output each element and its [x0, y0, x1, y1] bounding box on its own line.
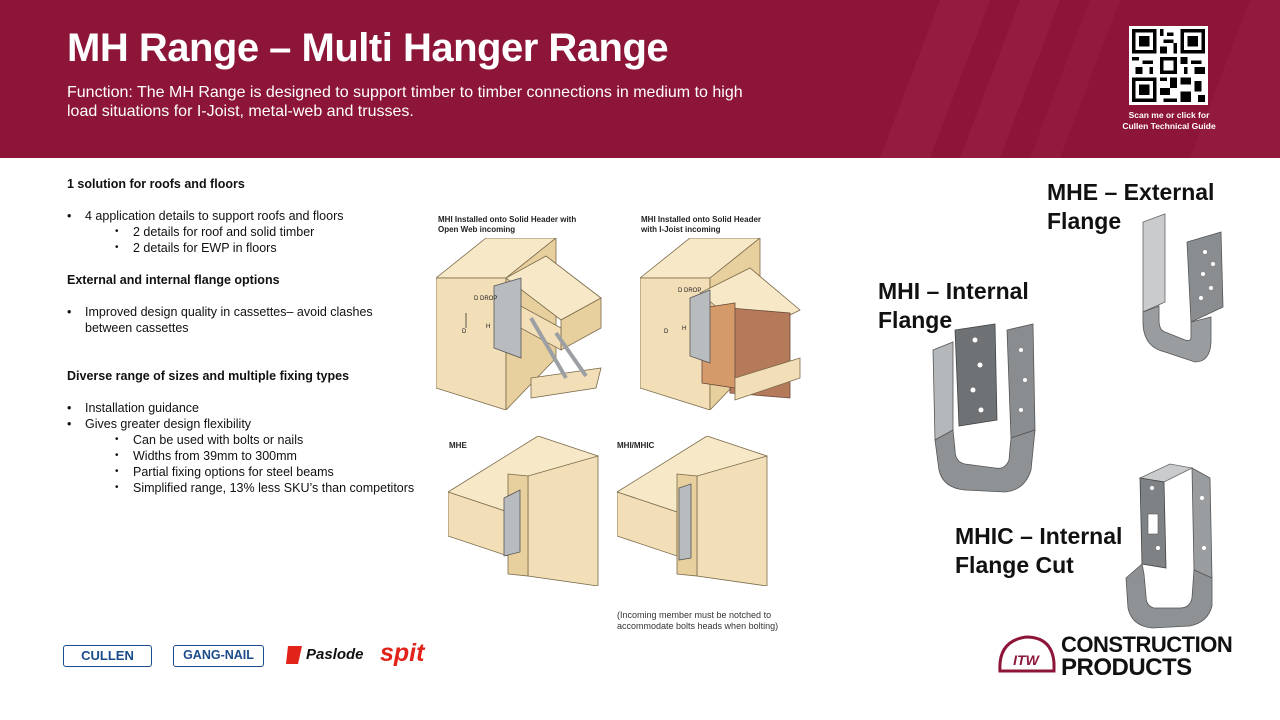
feature-bullet-line: between cassettes	[85, 321, 189, 335]
feature-heading: External and internal flange options	[67, 273, 280, 287]
feature-sub-bullet: Simplified range, 13% less SKU’s than co…	[67, 480, 447, 496]
diagram-annotation: D DROP	[678, 288, 701, 294]
diagram-note-line: (Incoming member must be notched to	[617, 610, 772, 620]
diagram-annotation: H	[682, 326, 686, 332]
product-label-line: Flange	[1047, 208, 1122, 234]
diagram-label-line: Open Web incoming	[438, 225, 516, 234]
qr-caption: Scan me or click for Cullen Technical Gu…	[1110, 110, 1228, 132]
feature-bullet: Installation guidance	[67, 400, 447, 416]
cp-line: CONSTRUCTION	[1061, 632, 1233, 657]
construction-products-logo: CONSTRUCTION PRODUCTS	[1061, 632, 1233, 681]
diagram-label-mhi-i-joist: MHI Installed onto Solid Header with I-J…	[641, 215, 761, 235]
feature-sub-bullet: Widths from 39mm to 300mm	[67, 448, 447, 464]
product-label-line: Flange Cut	[955, 552, 1074, 578]
diagram-annotation: D	[462, 329, 467, 335]
paslode-wordmark: Paslode	[306, 646, 364, 663]
feature-bullet-line: Improved design quality in cassettes– av…	[85, 305, 373, 319]
diagram-label-mhi-mhic: MHI/MHIC	[617, 441, 655, 450]
feature-sub-bullet: 2 details for roof and solid timber	[67, 224, 447, 240]
feature-sub-bullet: Partial fixing options for steel beams	[67, 464, 447, 480]
diagram-annotation: H	[486, 324, 490, 330]
qr-code-icon	[1132, 29, 1205, 102]
product-label-mhic: MHIC – Internal Flange Cut	[955, 522, 1122, 580]
qr-code[interactable]	[1129, 26, 1208, 105]
paslode-mark-icon	[286, 646, 302, 664]
itw-wordmark: ITW	[1013, 652, 1040, 668]
mhi-hanger-image	[932, 323, 1036, 493]
diagram-label-mhi-open-web: MHI Installed onto Solid Header with Ope…	[438, 215, 576, 235]
diagram-note: (Incoming member must be notched to acco…	[617, 610, 778, 632]
product-label-line: MHE – External	[1047, 179, 1215, 205]
qr-caption-link[interactable]: Cullen Technical Guide	[1122, 121, 1216, 131]
page-title: MH Range – Multi Hanger Range	[67, 26, 669, 70]
product-label-line: MHIC – Internal	[955, 523, 1123, 549]
diagram-annotation: D DROP	[474, 296, 497, 302]
header-stripes	[880, 0, 1280, 158]
cullen-logo: CULLEN	[63, 645, 152, 667]
feature-heading: Diverse range of sizes and multiple fixi…	[67, 369, 350, 383]
feature-sub-bullet: 2 details for EWP in floors	[67, 240, 447, 256]
feature-bullet: Gives greater design flexibility	[67, 416, 447, 432]
mhe-hanger-image	[1142, 213, 1224, 363]
diagram-mhi-i-joist: D DROP D H	[640, 238, 801, 410]
diagram-mhi-open-web: D DROP D H	[436, 238, 602, 410]
diagram-label-line: MHI Installed onto Solid Header with	[438, 215, 577, 224]
function-description: Function: The MH Range is designed to su…	[67, 84, 743, 120]
diagram-mhe	[448, 436, 599, 586]
diagram-label-mhe: MHE	[449, 441, 467, 450]
product-label-line: MHI – Internal	[878, 278, 1029, 304]
header-banner: MH Range – Multi Hanger Range Function: …	[0, 0, 1280, 158]
feature-list: 1 solution for roofs and floors 4 applic…	[67, 176, 447, 496]
diagram-label-line: MHI Installed onto Solid Header	[641, 215, 762, 224]
diagram-note-line: accommodate bolts heads when bolting)	[617, 621, 779, 631]
product-label-line: Flange	[878, 307, 953, 333]
paslode-logo: Paslode	[286, 642, 364, 668]
feature-bullet: 4 application details to support roofs a…	[67, 208, 447, 224]
product-label-mhe: MHE – External Flange	[1047, 178, 1214, 236]
gang-nail-logo: GANG-NAIL	[173, 645, 264, 667]
itw-hardhat-logo: ITW	[998, 635, 1056, 673]
qr-caption-line: Scan me or click for	[1128, 110, 1210, 120]
diagram-label-line: with I-Joist incoming	[641, 225, 721, 234]
product-label-mhi: MHI – Internal Flange	[878, 277, 1029, 335]
cp-line: PRODUCTS	[1061, 654, 1192, 681]
diagram-mhi-mhic	[617, 436, 768, 586]
diagram-annotation: D	[664, 329, 669, 335]
mhic-hanger-image	[1125, 463, 1213, 629]
spit-logo: spit	[380, 639, 425, 667]
feature-heading: 1 solution for roofs and floors	[67, 177, 245, 191]
feature-bullet: Improved design quality in cassettes– av…	[67, 304, 447, 336]
feature-sub-bullet: Can be used with bolts or nails	[67, 432, 447, 448]
